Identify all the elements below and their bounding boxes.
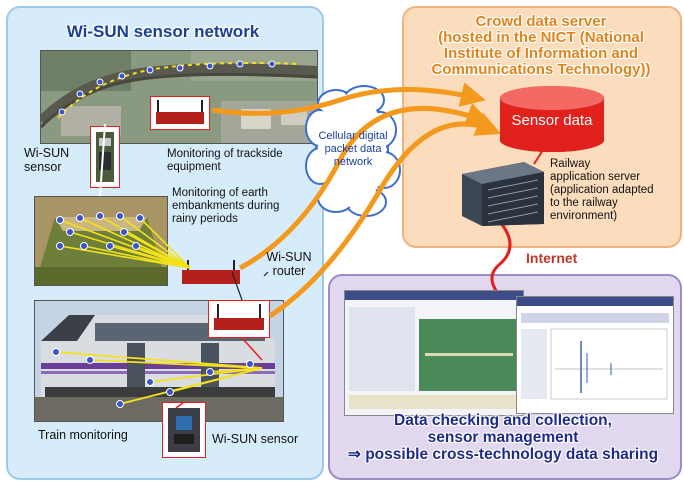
sensor-node-dots: [52, 60, 276, 408]
router-label: Wi-SUN router: [266, 250, 312, 278]
screen-right-titlebar: [517, 297, 673, 306]
router-top-drawing: [150, 96, 210, 130]
aerial-railway-photo: [40, 50, 318, 144]
crowd-server-title: Crowd data server (hosted in the NICT (N…: [431, 13, 651, 78]
aerial-photo-drawing: [41, 51, 317, 143]
train-monitoring-label: Train monitoring: [38, 428, 128, 442]
screen-left-sidebar: [349, 307, 415, 391]
wisun-sensor-label-top: Wi-SUN sensor: [24, 146, 70, 174]
app-server-label: Railway application server (application …: [550, 158, 654, 222]
flow-arrow-embankment: [238, 103, 492, 271]
router-train-drawing: [208, 300, 270, 338]
screen-right: [516, 296, 674, 414]
database-label: Sensor data: [511, 112, 593, 129]
trackside-sensor-link: [57, 62, 301, 119]
flow-arrow-trackside: [211, 82, 486, 116]
router-label-pointer: [263, 271, 269, 277]
server-rack-drawing: [462, 162, 544, 226]
router-device-top: [150, 96, 210, 130]
cellular-network-label: Cellular digital packet data network: [318, 130, 388, 168]
sensor-database-icon: [500, 86, 604, 152]
screen-left-map-track: [425, 353, 513, 356]
embankment-label: Monitoring of earth embankments during r…: [172, 187, 280, 225]
router-device-train: [208, 300, 270, 338]
screen-right-chart: [521, 328, 668, 400]
sensor-bottom-drawing: [162, 402, 206, 458]
internet-label: Internet: [526, 250, 578, 266]
router-callout-line: [231, 271, 243, 301]
sensor-callout-line: [99, 123, 106, 197]
screen-left-titlebar: [345, 291, 523, 300]
wisun-sensor-label-bottom: Wi-SUN sensor: [212, 432, 299, 446]
wisun-sensor-device-bottom: [162, 402, 206, 458]
train-router-callout: [241, 337, 263, 361]
train-sensor-links: [55, 351, 263, 405]
application-server-icon: [462, 162, 544, 226]
screen-left: [344, 290, 524, 416]
trackside-label: Monitoring of trackside equipment: [167, 148, 283, 173]
flow-arrow-train: [268, 112, 502, 319]
embankment-sensor-links: [59, 215, 191, 269]
sensor-network-title: Wi-SUN sensor network: [66, 22, 260, 41]
screen-right-header: [521, 313, 669, 323]
data-checking-caption: Data checking and collection, sensor man…: [347, 412, 659, 463]
train-sensor-callout: [175, 401, 185, 409]
screen-left-footer: [349, 395, 519, 409]
